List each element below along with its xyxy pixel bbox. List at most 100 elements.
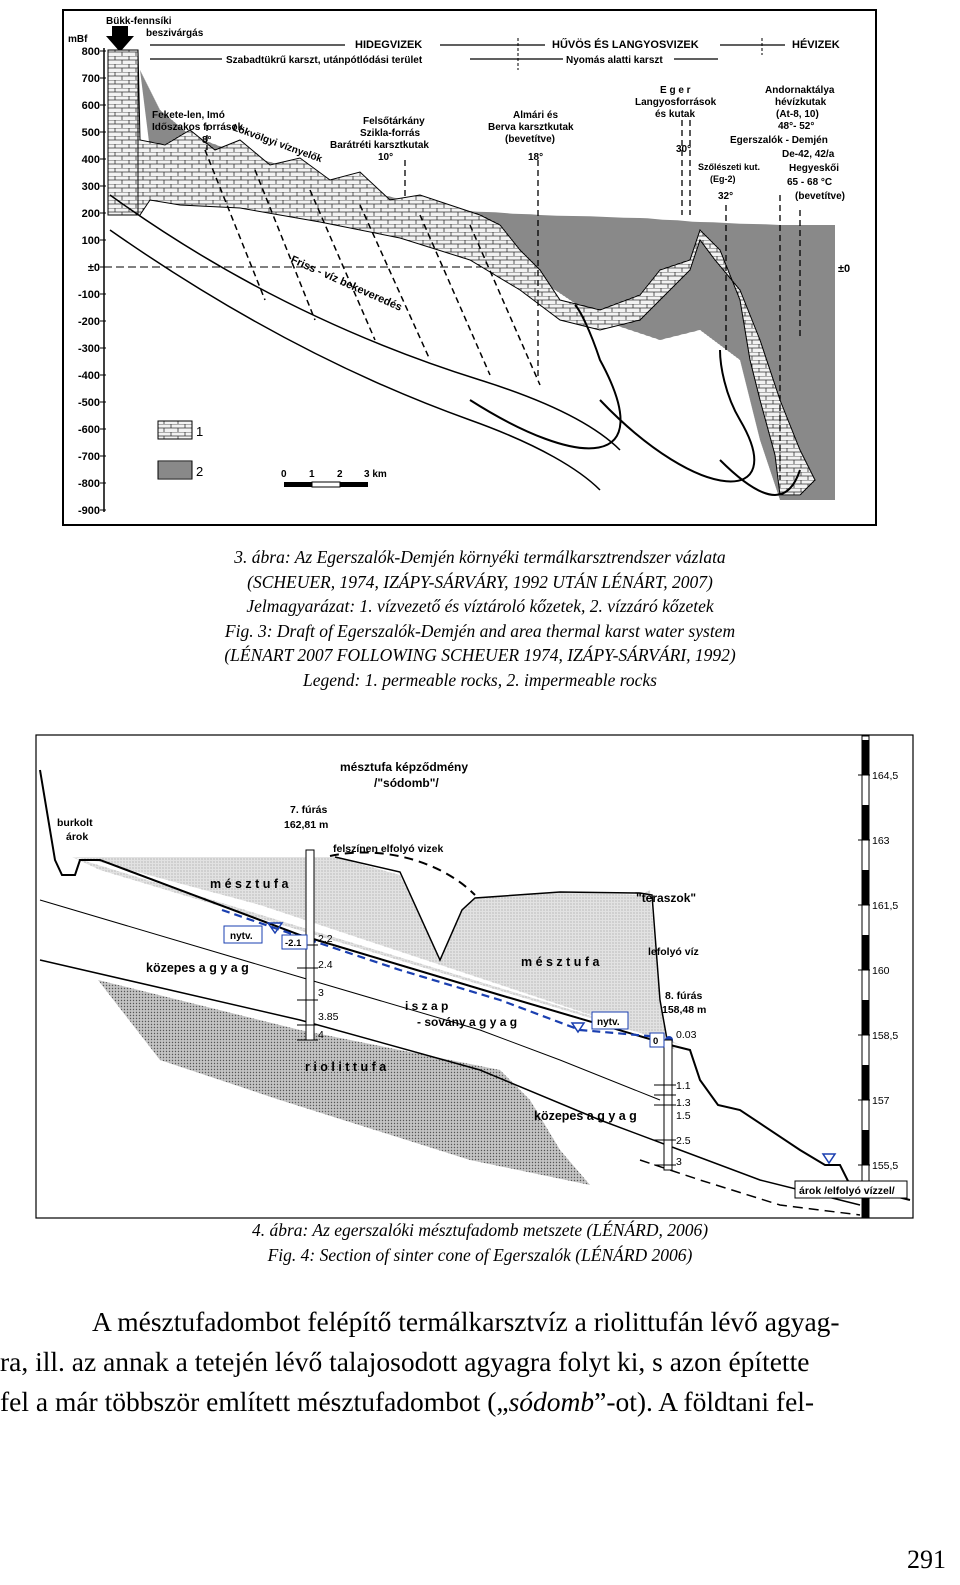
- arok-label: árok /elfolyó vízzel/: [799, 1185, 895, 1197]
- caption-line: 3. ábra: Az Egerszalók-Demjén környéki t…: [234, 547, 726, 567]
- zone-hot-label: HÉVIZEK: [792, 38, 840, 51]
- scale-label: 2: [337, 469, 343, 480]
- tick-label: -500: [78, 397, 100, 409]
- scale-label: 157: [872, 1095, 890, 1107]
- egerszalok-label-5: (bevetítve): [795, 191, 845, 202]
- elevation-ticks: 800 700 600 500 400 300 200 100 ±0 -100 …: [78, 46, 100, 517]
- furas7-label-2: 162,81 m: [284, 819, 328, 831]
- title-label-2: /"sódomb"/: [374, 776, 439, 790]
- title-label-1: mésztufa képződmény: [340, 760, 468, 774]
- tick-label: -800: [78, 478, 100, 490]
- mesztufa-label-2: m é s z t u f a: [521, 955, 601, 969]
- figure-3-frame: [62, 9, 877, 526]
- furas7-label-1: 7. fúrás: [290, 804, 328, 816]
- tick-label: -400: [78, 370, 100, 382]
- tick-label: 800: [82, 46, 100, 58]
- scale-bar: 0 1 2 3 km: [281, 469, 387, 480]
- mesztufa-body: [72, 857, 675, 1050]
- felsotarkany-label-3: Barátréti karsztkutak: [330, 140, 429, 151]
- tick-label: 200: [82, 208, 100, 220]
- tick-label: -100: [78, 289, 100, 301]
- scale-label: 164,5: [872, 770, 898, 782]
- zone-free-label: Szabadtükrű karszt, utánpótlódási terüle…: [226, 55, 423, 66]
- scale-label: 0: [281, 469, 287, 480]
- depth7-value: -2.1: [285, 938, 302, 949]
- elevation-scale: [858, 735, 870, 1219]
- tick-label: 600: [82, 100, 100, 112]
- body-text-segment: ”-ot). A földtani fel-: [594, 1386, 815, 1417]
- fekete-label-2: Időszakos források: [152, 122, 244, 133]
- body-line: A mésztufadombot felépítő termálkarsztví…: [92, 1306, 840, 1337]
- tick-label: 100: [82, 235, 100, 247]
- scale-label: 160: [872, 965, 890, 977]
- caption-line: (LÉNART 2007 FOLLOWING SCHEUER 1974, IZÁ…: [224, 645, 736, 665]
- caption-line: Fig. 3: Draft of Egerszalók-Demjén and a…: [224, 620, 736, 641]
- almari-label-1: Almári és: [513, 110, 558, 121]
- figure-4-caption: 4. ábra: Az egerszalóki mésztufadomb met…: [0, 1218, 960, 1267]
- szoleszeti-label-2: (Eg-2): [710, 174, 736, 184]
- egerszalok-label-3: Hegyeskői: [789, 163, 839, 174]
- eger-label-2: Langyosforrások: [635, 97, 717, 108]
- felszinen-label: felszínen elfolyó vizek: [333, 843, 443, 855]
- page-number: 291: [907, 1545, 946, 1574]
- szoleszeti-label-1: Szőlészeti kut.: [698, 162, 760, 172]
- andornak-label-4: 48°- 52°: [778, 121, 814, 132]
- impermeable-layer: [140, 160, 835, 500]
- bukk-label-2: beszivárgás: [146, 28, 204, 39]
- andornak-label-2: hévízkutak: [775, 97, 827, 108]
- body-paragraph: A mésztufadombot felépítő termálkarsztví…: [0, 1302, 960, 1422]
- figure-3-karst-section: mBf 800 700 600 500 400 300 200 100 ±0 -…: [62, 9, 877, 526]
- zone-cool-label: HŰVÖS ÉS LANGYOSVIZEK: [552, 38, 699, 51]
- tick-label: -700: [78, 451, 100, 463]
- figure-3-caption: 3. ábra: Az Egerszalók-Demjén környéki t…: [0, 545, 960, 692]
- legend-swatch-2: [157, 460, 193, 480]
- kozepes-label-2: közepes a g y a g: [534, 1109, 637, 1123]
- iszap-label-2: - sovány a g y a g: [417, 1015, 517, 1029]
- kozepes-label-1: közepes a g y a g: [146, 961, 249, 975]
- depth8-label: 3: [676, 1156, 682, 1168]
- depth8-label: 1.3: [676, 1097, 691, 1109]
- legend-label-1: 1: [196, 424, 203, 439]
- nytv-label-1: nytv.: [230, 931, 253, 942]
- tick-label: 700: [82, 73, 100, 85]
- tick-label: -600: [78, 424, 100, 436]
- permeable-layer: [107, 49, 816, 496]
- legend-swatch-1: [157, 420, 193, 440]
- depth7-label: 3: [318, 987, 324, 999]
- tick-label: 400: [82, 154, 100, 166]
- body-line: fel a már többször említett mésztufadomb…: [0, 1382, 960, 1422]
- depth7-label: 2.4: [318, 959, 333, 971]
- almari-label-4: 18°: [528, 152, 543, 163]
- lefolyo-label: lefolyó víz: [648, 946, 699, 958]
- andornak-label-1: Andornaktálya: [765, 85, 835, 96]
- egerszalok-label-4: 65 - 68 °C: [787, 177, 832, 188]
- riolittufa-label: r i o l i t t u f a: [305, 1060, 387, 1074]
- tick-label: 500: [82, 127, 100, 139]
- nytv-label-2: nytv.: [597, 1017, 620, 1028]
- figure-4-sinter-section: 164,5 163 161,5 160 158,5 157 155,5 árok…: [35, 734, 914, 1219]
- depth8-label: 0.03: [676, 1029, 697, 1041]
- felsotarkany-label-4: 10°: [378, 152, 393, 163]
- depth8-label: 2.5: [676, 1135, 691, 1147]
- depth7-label: 3.85: [318, 1011, 339, 1023]
- legend-label-2: 2: [196, 464, 203, 479]
- almari-label-2: Berva karsztkutak: [488, 122, 574, 133]
- depth7-label: 4: [318, 1029, 324, 1041]
- rhyolite-tuff-layer: [98, 980, 590, 1185]
- depth8-value: 0: [653, 1036, 658, 1047]
- teraszok-label: "teraszok": [636, 891, 696, 905]
- depth8-label: 1.1: [676, 1080, 691, 1092]
- body-text-segment: fel a már többször említett mésztufadomb…: [0, 1386, 509, 1417]
- depth8-label: 1.5: [676, 1110, 691, 1122]
- eger-label-4: 30°: [676, 144, 691, 155]
- fekete-label-3: 8°: [202, 135, 212, 146]
- scale-label: 155,5: [872, 1160, 898, 1172]
- zone-pressure-label: Nyomás alatti karszt: [566, 55, 663, 66]
- tick-label: -300: [78, 343, 100, 355]
- right-zero-label: ±0: [838, 263, 850, 275]
- scale-label: 158,5: [872, 1030, 898, 1042]
- caption-line: Jelmagyarázat: 1. vízvezető és víztároló…: [246, 596, 714, 616]
- eger-label-1: E g e r: [660, 85, 691, 96]
- burkolt-label-1: burkolt: [57, 817, 93, 829]
- scale-label: 1: [309, 469, 315, 480]
